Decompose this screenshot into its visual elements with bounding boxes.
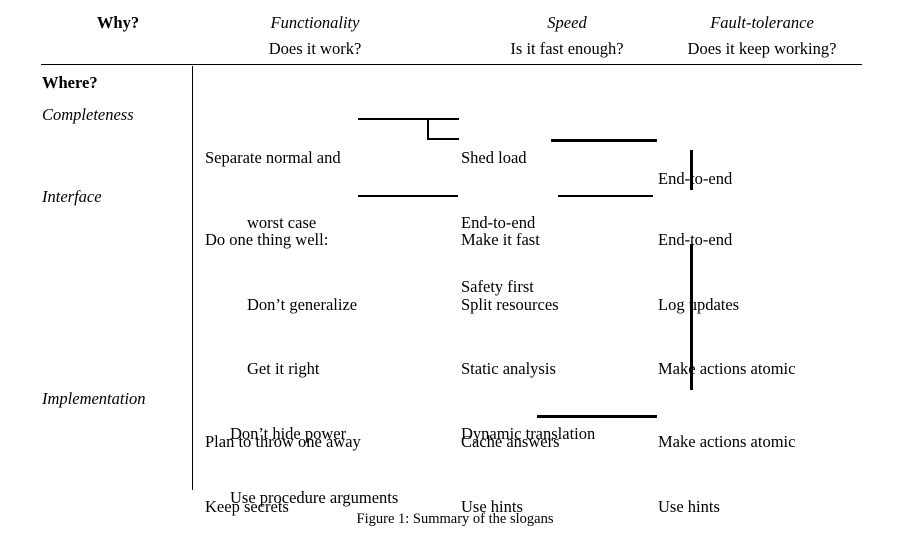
connector-bracket-vertical bbox=[427, 118, 429, 139]
row-label-completeness: Completeness bbox=[42, 105, 134, 124]
slogan-item: Use procedure arguments bbox=[230, 488, 399, 507]
column-header-fault-tolerance: Fault-tolerance bbox=[710, 13, 814, 32]
slogan-item: worst case bbox=[247, 212, 317, 232]
cell-implementation-speed: Cache answers Use hints Use brute force … bbox=[461, 388, 620, 554]
row-label-vertical-divider bbox=[192, 66, 194, 490]
cell-interface-speed: Make it fast Split resources Static anal… bbox=[461, 186, 595, 487]
connector-separate-normal-stem bbox=[358, 118, 428, 120]
cell-interface-fault-tolerance: End-to-end Log updates Make actions atom… bbox=[658, 186, 795, 423]
slogan-item: End-to-end bbox=[658, 230, 733, 249]
slogan-item: Use hints bbox=[461, 496, 523, 516]
column-question-functionality: Does it work? bbox=[268, 39, 362, 58]
connector-use-hints-speed-to-fault bbox=[537, 415, 657, 419]
slogan-item: Make actions atomic bbox=[658, 432, 796, 451]
slogan-item: Safety first bbox=[461, 277, 534, 296]
slogan-item: Make it fast bbox=[461, 230, 540, 249]
slogan-item: Plan to throw one away bbox=[205, 432, 361, 451]
slogan-item: Do one thing well: bbox=[205, 230, 329, 249]
slogan-item: Shed load bbox=[461, 148, 527, 167]
connector-fault-spine-upper bbox=[690, 150, 694, 190]
slogan-item: Separate normal and bbox=[205, 148, 341, 167]
slogan-item: Keep secrets bbox=[205, 496, 289, 516]
cell-implementation-fault-tolerance: Make actions atomic Use hints bbox=[658, 388, 795, 554]
cell-completeness-functionality: Separate normal and worst case bbox=[205, 104, 341, 276]
figure-caption: Figure 1: Summary of the slogans bbox=[356, 511, 554, 527]
slogan-item: Make actions atomic bbox=[658, 359, 796, 378]
slogan-item: Don’t generalize bbox=[247, 294, 358, 314]
connector-end-to-end-speed-to-fault bbox=[551, 139, 657, 143]
cell-implementation-functionality: Plan to throw one away Keep secrets Use … bbox=[205, 388, 361, 554]
connector-branch-to-end-to-end bbox=[427, 138, 459, 140]
corner-header-why: Why? bbox=[96, 13, 140, 32]
slogan-item: Get it right bbox=[247, 359, 320, 378]
connector-do-one-thing-to-make-it-fast bbox=[358, 195, 458, 197]
connector-make-it-fast-to-end-to-end bbox=[558, 195, 653, 197]
slogan-item: Log updates bbox=[658, 294, 740, 314]
cell-interface-functionality: Do one thing well: Don’t generalize Get … bbox=[205, 186, 398, 554]
column-header-speed: Speed bbox=[547, 13, 587, 32]
column-header-functionality: Functionality bbox=[270, 13, 360, 32]
connector-fault-spine-lower bbox=[690, 244, 694, 390]
slogan-item: Split resources bbox=[461, 294, 559, 314]
slogan-item: Leave it to the client bbox=[205, 552, 398, 554]
row-label-implementation: Implementation bbox=[42, 389, 146, 408]
slogan-item: End-to-end bbox=[461, 212, 536, 232]
cell-completeness-fault-tolerance: End-to-end bbox=[658, 125, 732, 233]
slogan-item: Dynamic translation bbox=[461, 423, 596, 443]
cell-completeness-speed: Shed load End-to-end Safety first bbox=[461, 104, 535, 341]
slogan-item: End-to-end bbox=[658, 169, 733, 188]
row-label-interface: Interface bbox=[42, 187, 102, 206]
slogan-item: Use hints bbox=[658, 496, 720, 516]
slogan-item: Cache answers bbox=[461, 432, 560, 451]
column-question-speed: Is it fast enough? bbox=[510, 39, 624, 58]
column-question-fault-tolerance: Does it keep working? bbox=[687, 39, 837, 58]
header-horizontal-rule bbox=[41, 64, 862, 66]
slogan-item: Don’t hide power bbox=[230, 423, 347, 443]
slogan-item: Static analysis bbox=[461, 359, 556, 378]
row-group-header-where: Where? bbox=[42, 73, 98, 92]
connector-branch-to-shed-load bbox=[427, 118, 459, 120]
